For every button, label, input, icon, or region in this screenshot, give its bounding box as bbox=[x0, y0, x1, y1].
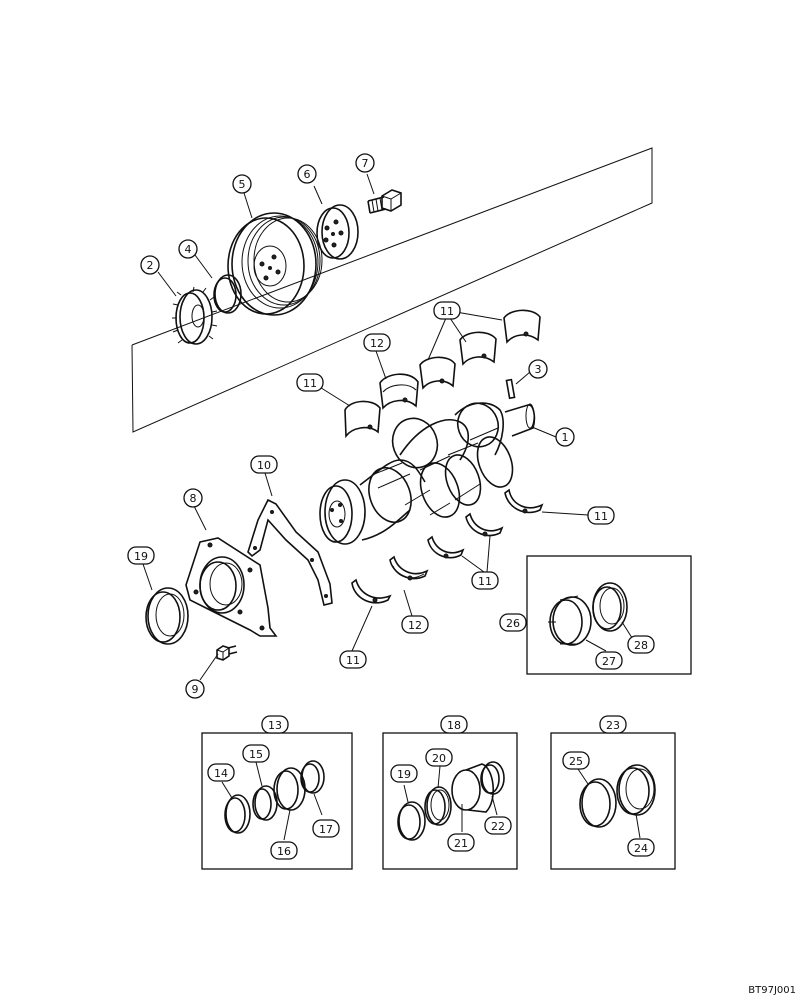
svg-text:7: 7 bbox=[362, 157, 369, 170]
callout-11-upper-right: 11 bbox=[433, 301, 461, 320]
callout-19-kit: 19 bbox=[390, 764, 418, 783]
callout-26: 26 bbox=[499, 613, 527, 632]
callout-20: 20 bbox=[425, 748, 453, 767]
svg-text:11: 11 bbox=[303, 377, 317, 390]
svg-text:18: 18 bbox=[447, 719, 461, 732]
svg-text:10: 10 bbox=[257, 459, 271, 472]
callout-18: 18 bbox=[440, 715, 468, 734]
svg-text:17: 17 bbox=[319, 823, 333, 836]
svg-text:28: 28 bbox=[634, 639, 648, 652]
bearing-shell-upper-1 bbox=[344, 400, 381, 439]
svg-text:2: 2 bbox=[147, 259, 154, 272]
svg-text:9: 9 bbox=[192, 683, 199, 696]
callout-6: 6 bbox=[297, 164, 317, 184]
pulley-hub bbox=[316, 204, 359, 260]
svg-text:12: 12 bbox=[408, 619, 422, 632]
sleeve-27 bbox=[549, 595, 592, 646]
callout-22: 22 bbox=[484, 816, 512, 835]
svg-text:16: 16 bbox=[277, 845, 291, 858]
svg-text:1: 1 bbox=[562, 431, 569, 444]
callout-17: 17 bbox=[312, 819, 340, 838]
callout-12-upper: 12 bbox=[363, 333, 391, 352]
callout-4: 4 bbox=[178, 239, 198, 259]
crank-spacer-ring bbox=[213, 274, 242, 314]
callout-3: 3 bbox=[528, 359, 548, 379]
callout-1: 1 bbox=[555, 427, 575, 447]
svg-text:20: 20 bbox=[432, 752, 446, 765]
svg-text:14: 14 bbox=[214, 767, 228, 780]
callout-10: 10 bbox=[250, 455, 278, 474]
svg-text:24: 24 bbox=[634, 842, 648, 855]
housing-gasket bbox=[247, 498, 333, 606]
callout-24: 24 bbox=[627, 838, 655, 857]
svg-text:23: 23 bbox=[606, 719, 620, 732]
svg-text:13: 13 bbox=[268, 719, 282, 732]
bearing-shell-lower-5 bbox=[504, 488, 544, 514]
callout-23: 23 bbox=[599, 715, 627, 734]
seal-kit-23-parts bbox=[579, 764, 656, 828]
svg-text:3: 3 bbox=[535, 363, 542, 376]
callout-11-lower-mid: 11 bbox=[471, 571, 499, 590]
rear-seal bbox=[145, 587, 189, 645]
kit-box-26 bbox=[526, 555, 692, 675]
callout-15: 15 bbox=[242, 744, 270, 763]
bearing-shell-lower-1 bbox=[351, 578, 392, 604]
callout-5: 5 bbox=[232, 174, 252, 194]
leader-lines bbox=[142, 173, 589, 681]
bearing-shell-upper-5 bbox=[503, 309, 541, 344]
crank-pulley bbox=[227, 212, 323, 316]
bearing-shell-upper-3 bbox=[419, 356, 456, 390]
svg-text:19: 19 bbox=[134, 550, 148, 563]
svg-text:22: 22 bbox=[491, 820, 505, 833]
bearing-shell-lower-4 bbox=[465, 512, 504, 537]
svg-text:25: 25 bbox=[569, 755, 583, 768]
rear-seal-housing bbox=[185, 537, 278, 637]
callout-14: 14 bbox=[207, 763, 235, 782]
bearing-shell-upper-2 bbox=[379, 373, 419, 410]
svg-text:26: 26 bbox=[506, 617, 520, 630]
svg-text:15: 15 bbox=[249, 748, 263, 761]
callout-28: 28 bbox=[627, 635, 655, 654]
callout-11-upper-left: 11 bbox=[296, 373, 324, 392]
svg-text:27: 27 bbox=[602, 655, 616, 668]
crank-gear bbox=[172, 286, 218, 345]
callout-11-right: 11 bbox=[587, 506, 615, 525]
svg-text:11: 11 bbox=[346, 654, 360, 667]
callout-11-lower-left: 11 bbox=[339, 650, 367, 669]
figure-code: BT97J001 bbox=[748, 985, 796, 996]
svg-text:4: 4 bbox=[185, 243, 192, 256]
callout-8: 8 bbox=[183, 488, 203, 508]
callout-21: 21 bbox=[447, 833, 475, 852]
callout-12-lower: 12 bbox=[401, 615, 429, 634]
callout-27: 27 bbox=[595, 651, 623, 670]
bearing-shell-lower-2 bbox=[389, 555, 429, 581]
svg-text:8: 8 bbox=[190, 492, 197, 505]
crankshaft bbox=[319, 402, 536, 545]
crank-key bbox=[505, 378, 516, 400]
svg-text:11: 11 bbox=[594, 510, 608, 523]
svg-text:5: 5 bbox=[239, 178, 246, 191]
callout-13: 13 bbox=[261, 715, 289, 734]
callout-9: 9 bbox=[185, 679, 205, 699]
bearing-shell-upper-4 bbox=[459, 331, 497, 366]
pulley-bolt bbox=[367, 189, 402, 214]
svg-text:21: 21 bbox=[454, 837, 468, 850]
front-group-outline bbox=[131, 147, 653, 433]
svg-text:6: 6 bbox=[304, 168, 311, 181]
svg-text:19: 19 bbox=[397, 768, 411, 781]
callout-25: 25 bbox=[562, 751, 590, 770]
seal-28 bbox=[592, 582, 628, 632]
svg-text:11: 11 bbox=[440, 305, 454, 318]
seal-kit-18-parts bbox=[397, 761, 505, 841]
seal-kit-13-parts bbox=[224, 760, 325, 834]
svg-text:11: 11 bbox=[478, 575, 492, 588]
bearing-shell-lower-3 bbox=[427, 535, 465, 559]
housing-bolt bbox=[216, 645, 238, 661]
callout-19-seal: 19 bbox=[127, 546, 155, 565]
callout-2: 2 bbox=[140, 255, 160, 275]
callout-7: 7 bbox=[355, 153, 375, 173]
callout-16: 16 bbox=[270, 841, 298, 860]
svg-text:12: 12 bbox=[370, 337, 384, 350]
